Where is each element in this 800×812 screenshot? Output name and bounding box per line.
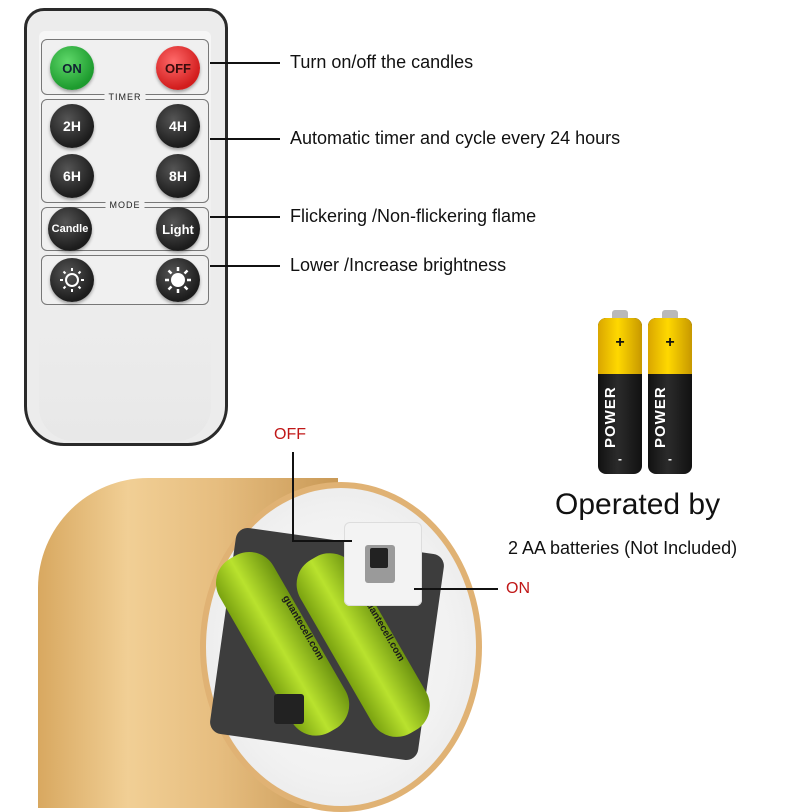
battery-minus: - bbox=[668, 452, 672, 466]
callout-timer: Automatic timer and cycle every 24 hours bbox=[290, 128, 621, 148]
power-switch[interactable] bbox=[370, 548, 388, 568]
timer-panel: TIMER 2H 4H 6H 8H bbox=[41, 92, 209, 203]
operated-subtitle: 2 AA batteries (Not Included) bbox=[508, 538, 738, 558]
candle-mode-button[interactable]: Candle bbox=[48, 207, 92, 251]
off-button[interactable]: OFF bbox=[156, 46, 200, 90]
timer-6h-button[interactable]: 6H bbox=[50, 154, 94, 198]
battery-plus: + bbox=[665, 334, 675, 351]
battery-minus: - bbox=[618, 452, 622, 466]
battery-right: + POWER - bbox=[648, 310, 692, 474]
battery-tip bbox=[612, 310, 628, 320]
battery-left: + POWER - bbox=[598, 310, 642, 474]
battery-tip bbox=[662, 310, 678, 320]
callout-mode: Flickering /Non-flickering flame bbox=[290, 206, 537, 226]
mode-label: MODE bbox=[105, 200, 145, 210]
bright-brightness-icon-svg bbox=[165, 267, 191, 293]
callout-brightness: Lower /Increase brightness bbox=[290, 255, 507, 275]
switch-off-line-h bbox=[292, 540, 352, 542]
dim-brightness-icon-svg bbox=[60, 268, 84, 292]
bright-brightness-icon[interactable] bbox=[156, 258, 200, 302]
mode-panel: MODE Candle Light bbox=[41, 200, 209, 251]
power-panel: ON OFF bbox=[41, 39, 209, 95]
switch-on-label: ON bbox=[506, 580, 530, 597]
battery-plus: + bbox=[615, 334, 625, 351]
battery-brand: POWER bbox=[652, 386, 669, 448]
compartment-tab bbox=[274, 694, 304, 724]
timer-label: TIMER bbox=[104, 92, 146, 102]
callout-line-brightness bbox=[210, 265, 280, 267]
callout-line-mode bbox=[210, 216, 280, 218]
battery-body: + POWER - bbox=[598, 318, 642, 474]
callout-power: Turn on/off the candles bbox=[290, 52, 474, 72]
light-mode-button[interactable]: Light bbox=[156, 207, 200, 251]
battery-brand: POWER bbox=[602, 386, 619, 448]
callout-line-timer bbox=[210, 138, 280, 140]
switch-off-label: OFF bbox=[274, 426, 306, 443]
switch-off-line-v bbox=[292, 452, 294, 540]
dim-brightness-icon[interactable] bbox=[50, 258, 94, 302]
brightness-panel bbox=[41, 255, 209, 305]
operated-title: Operated by bbox=[555, 488, 721, 521]
battery-body: + POWER - bbox=[648, 318, 692, 474]
on-button[interactable]: ON bbox=[50, 46, 94, 90]
callout-line-power bbox=[210, 62, 280, 64]
battery-yellow-band bbox=[598, 318, 642, 374]
timer-2h-button[interactable]: 2H bbox=[50, 104, 94, 148]
battery-yellow-band bbox=[648, 318, 692, 374]
timer-8h-button[interactable]: 8H bbox=[156, 154, 200, 198]
remote-control: ON OFF TIMER 2H 4H 6H 8H MODE Candle Lig… bbox=[24, 8, 228, 446]
timer-4h-button[interactable]: 4H bbox=[156, 104, 200, 148]
switch-on-line bbox=[414, 588, 498, 590]
